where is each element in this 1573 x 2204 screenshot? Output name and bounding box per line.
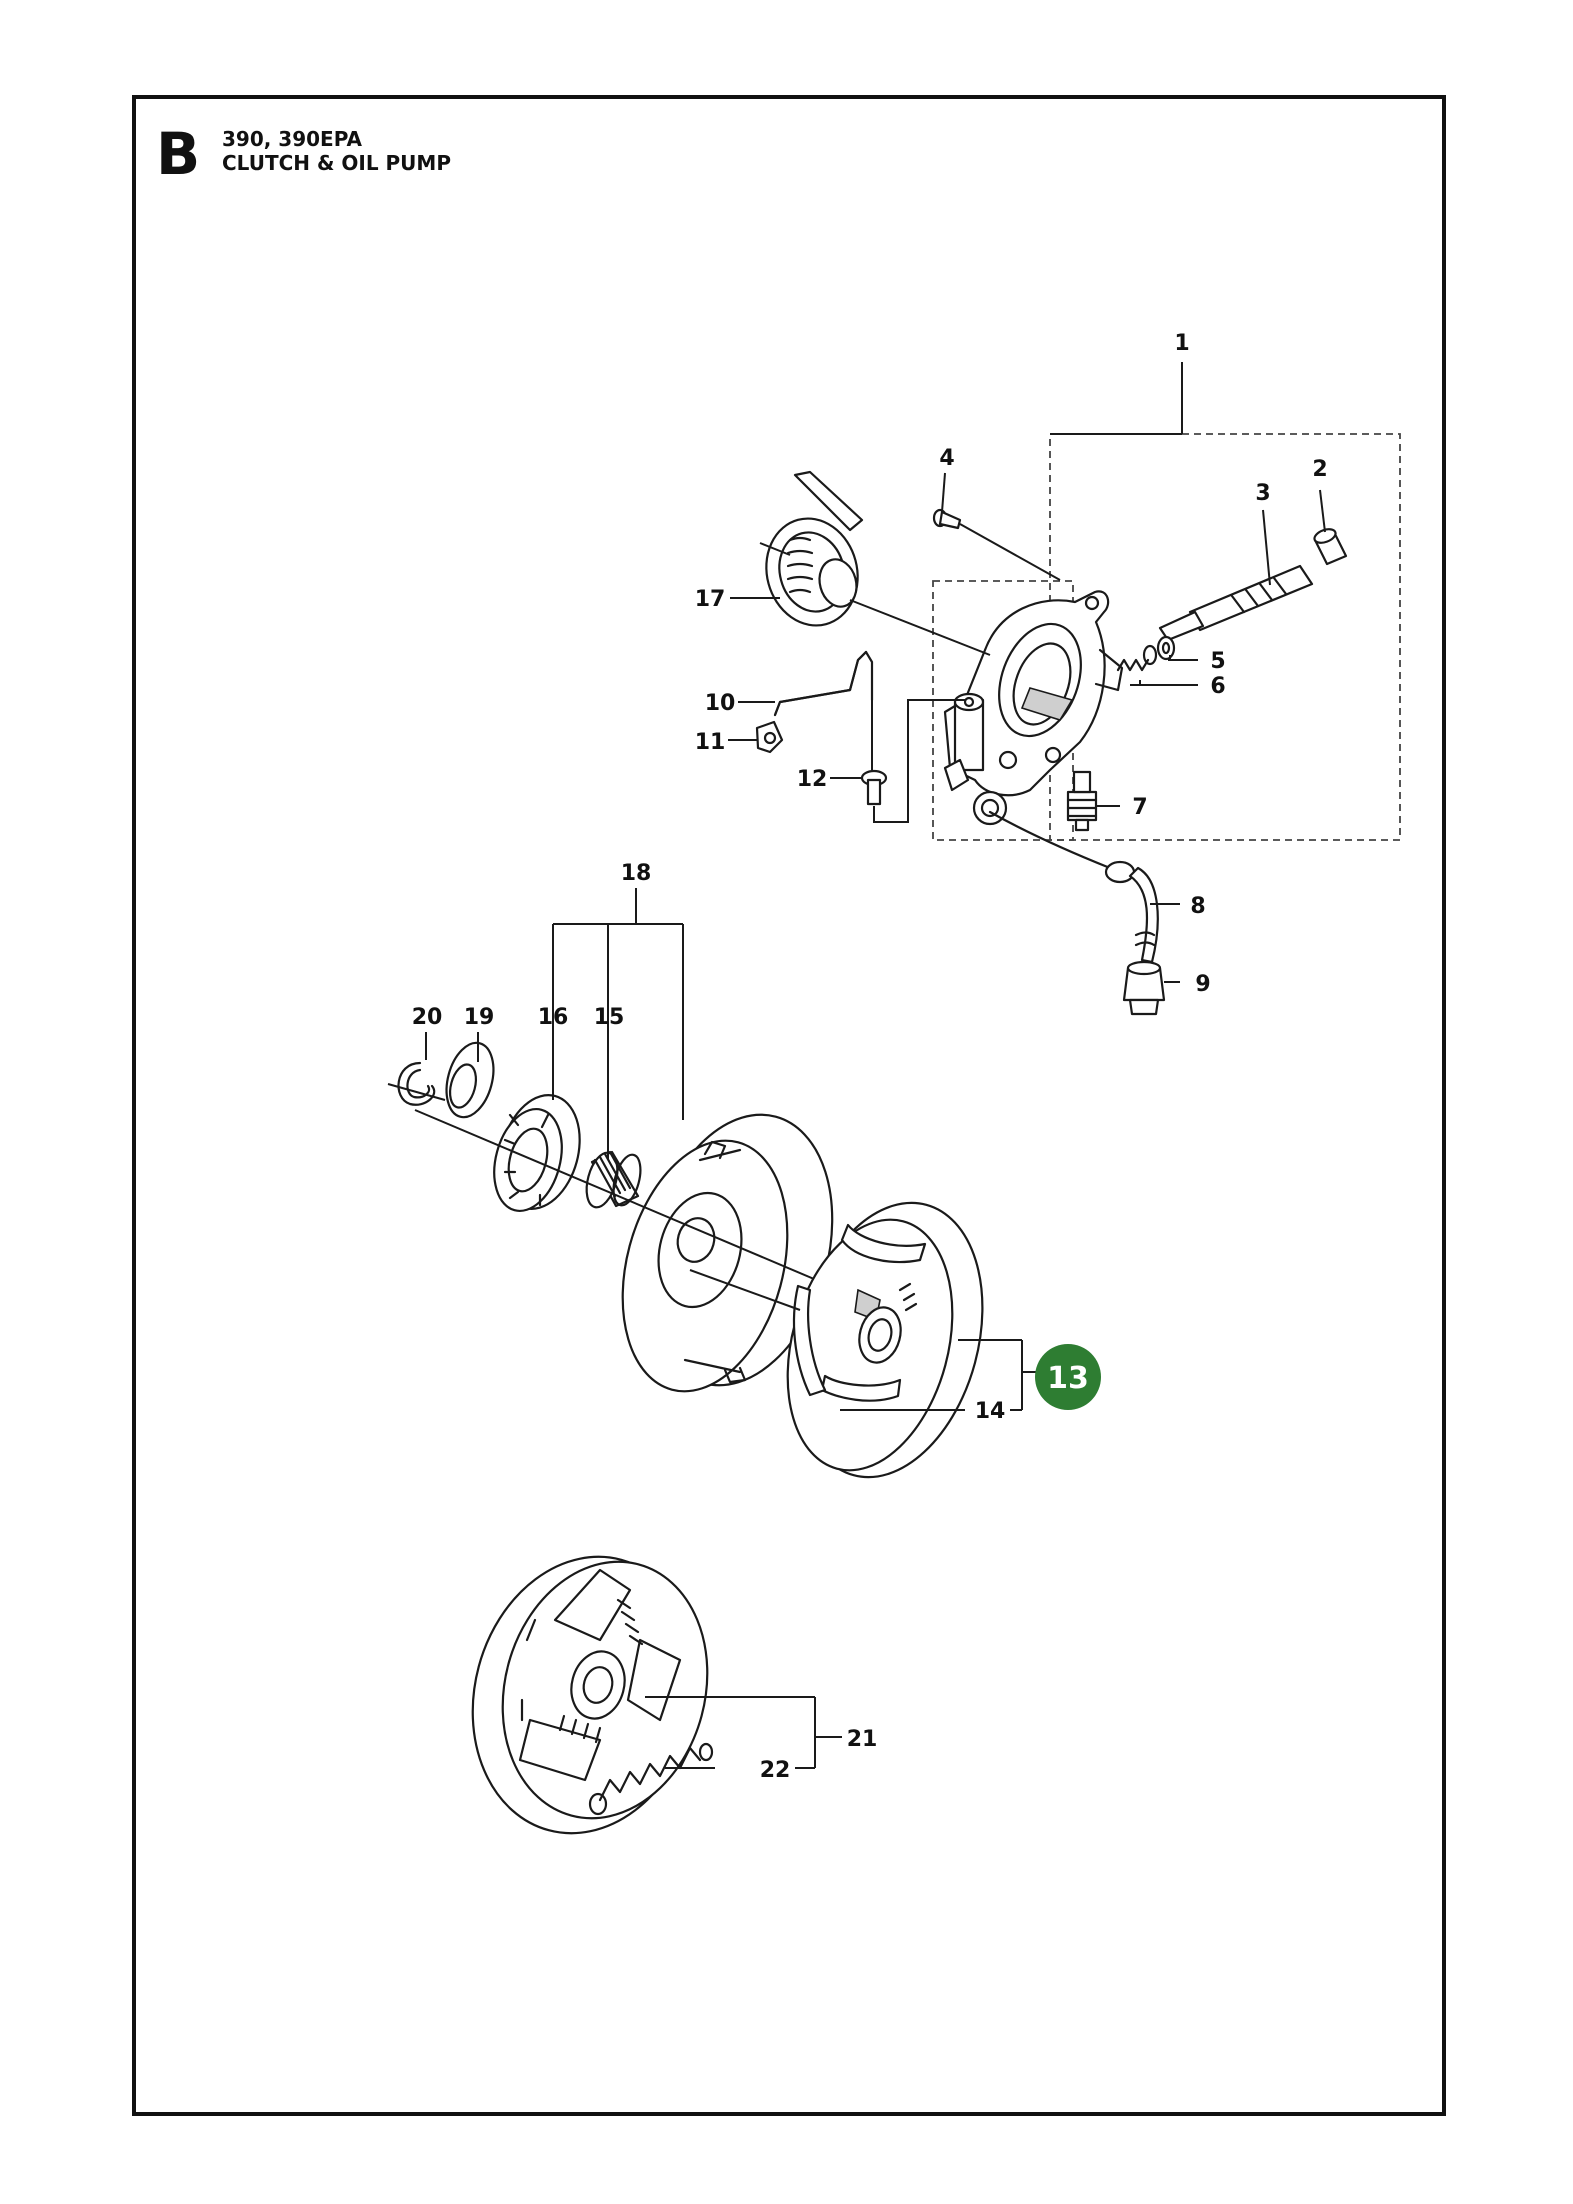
oil-pump-group — [755, 433, 1401, 1016]
callout-2: 2 — [1312, 457, 1327, 482]
callout-22: 22 — [760, 1758, 791, 1783]
callout-20: 20 — [412, 1005, 443, 1030]
pump-piston-part — [1158, 564, 1314, 642]
pin-part — [860, 670, 965, 823]
oil-hose-part — [988, 810, 1159, 964]
highlight-number: 13 — [1047, 1361, 1089, 1396]
circlip-part — [387, 1061, 446, 1106]
sprocket-part — [493, 1094, 581, 1213]
washer-part — [1142, 635, 1176, 666]
callout-9: 9 — [1195, 972, 1210, 997]
callout-labels: 1 2 3 4 5 6 7 8 9 10 11 12 14 15 16 17 1… — [412, 331, 1328, 1783]
callout-4: 4 — [939, 446, 954, 471]
pump-body-part — [849, 523, 1124, 826]
callout-21: 21 — [847, 1727, 878, 1752]
highlight-circle — [1035, 1344, 1101, 1410]
callout-5: 5 — [1210, 649, 1225, 674]
oil-pipe-part — [773, 650, 874, 717]
highlight-badge-13[interactable]: 13 — [1035, 1344, 1101, 1410]
callout-17: 17 — [695, 587, 726, 612]
spring-small-part — [1116, 658, 1150, 672]
clutch-drum-group — [387, 1041, 984, 1479]
callout-19: 19 — [464, 1005, 495, 1030]
callout-14: 14 — [975, 1399, 1006, 1424]
callout-7: 7 — [1132, 795, 1147, 820]
callout-16: 16 — [538, 1005, 569, 1030]
clutch-assembly-group — [471, 1555, 714, 1835]
callout-12: 12 — [797, 767, 828, 792]
clutch-spring-part — [588, 1742, 714, 1816]
leader-lines — [425, 362, 1326, 1769]
callout-11: 11 — [695, 730, 726, 755]
drum-washer-part — [445, 1041, 495, 1119]
worm-gear-part — [759, 470, 864, 627]
callout-3: 3 — [1255, 481, 1270, 506]
model-numbers: 390, 390EPA — [222, 127, 363, 151]
grommet-part — [755, 720, 784, 754]
clutch-drum-part — [414, 1109, 841, 1393]
diagram-title: CLUTCH & OIL PUMP — [222, 151, 451, 175]
needle-bearing-part — [585, 1150, 642, 1209]
page-frame — [132, 95, 1446, 2116]
callout-10: 10 — [705, 691, 736, 716]
callout-1: 1 — [1174, 331, 1189, 356]
callout-18: 18 — [621, 861, 652, 886]
clutch-assembly-part — [471, 1555, 709, 1835]
assembly-box-outer — [1049, 433, 1401, 841]
screw-part — [932, 508, 962, 530]
callout-15: 15 — [594, 1005, 625, 1030]
oil-filter-part — [1122, 960, 1166, 1016]
section-letter: B — [156, 120, 200, 188]
callout-8: 8 — [1190, 894, 1205, 919]
clutch-shoe-part — [786, 1201, 984, 1479]
cap-part — [1313, 528, 1348, 566]
callout-6: 6 — [1210, 674, 1225, 699]
